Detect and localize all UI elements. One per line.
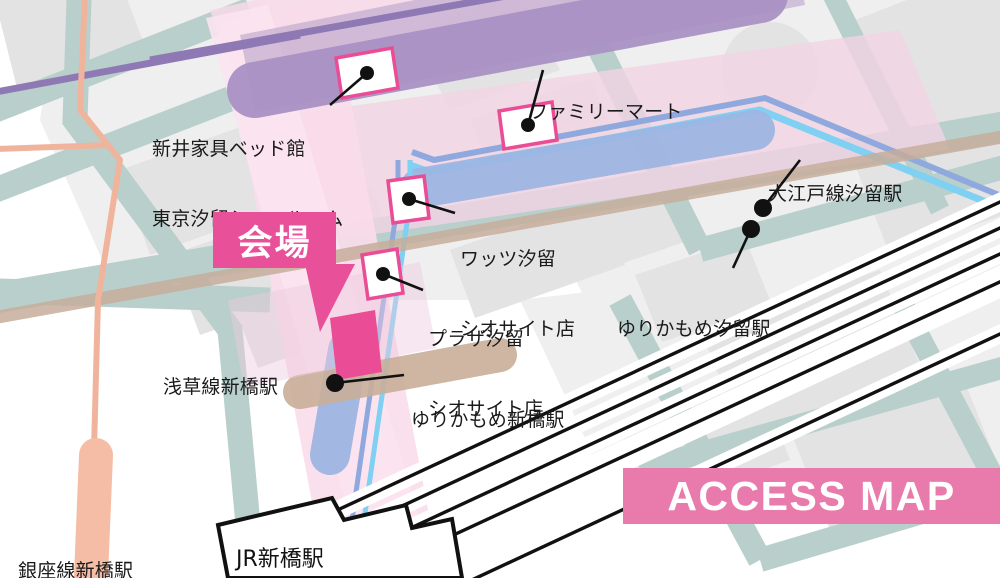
venue-block <box>330 310 382 380</box>
poi-label-plaza: プラザ汐留 シオサイト店 <box>428 328 544 420</box>
poi-label-watts: ワッツ汐留 シオサイト店 <box>460 248 576 340</box>
access-map-banner: ACCESS MAP <box>623 468 1000 524</box>
poi-box-watts[interactable] <box>386 174 431 225</box>
ginza-line <box>0 0 123 578</box>
jr-shimbashi-station-shape <box>215 495 465 578</box>
venue-callout-tail <box>305 264 355 332</box>
access-map-banner-label: ACCESS MAP <box>667 472 956 519</box>
station-label-yurikamome-shiodome: ゆりかもめ汐留駅 <box>617 318 771 341</box>
station-label-oedo-shiodome: 大江戸線汐留駅 <box>768 183 903 206</box>
venue-callout-label: 会場 <box>237 223 312 264</box>
poi-box-plaza[interactable] <box>360 246 405 302</box>
station-label-jr-shimbashi: JR新橋駅 <box>236 547 324 572</box>
poi-label-familymart: ファミリーマート <box>529 101 683 124</box>
station-label-asakusa-shimbashi: 浅草線新橋駅 <box>163 376 279 399</box>
station-label-yurikamome-shimbashi: ゆりかもめ新橋駅 <box>411 409 565 432</box>
station-label-ginza-shimbashi: 銀座線新橋駅 <box>18 560 134 578</box>
leader-lines <box>329 69 802 385</box>
venue-callout[interactable]: 会場 <box>213 212 336 268</box>
